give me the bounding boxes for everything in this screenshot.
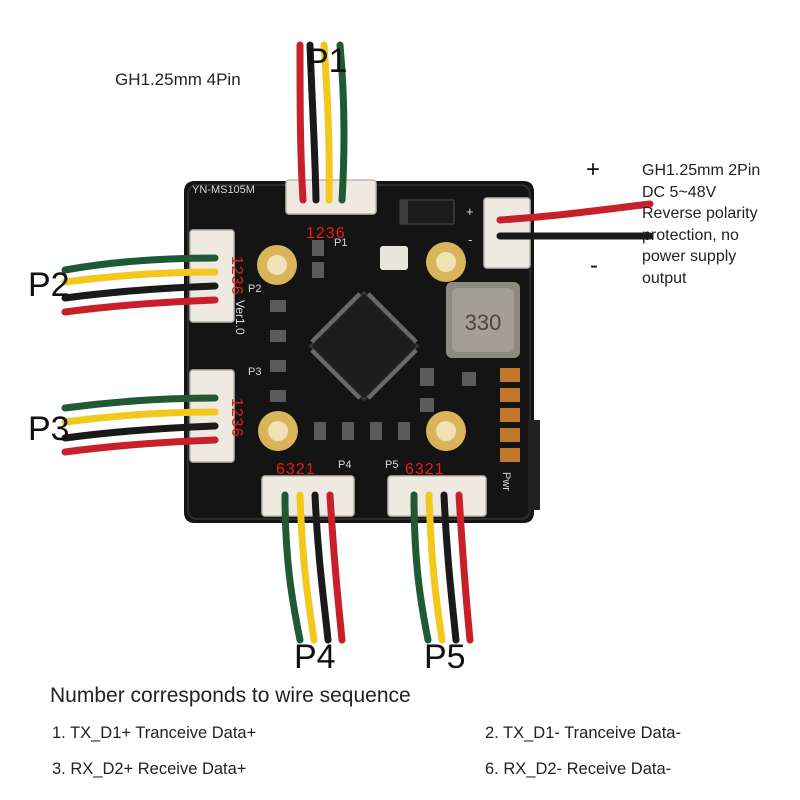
edge-component — [528, 420, 540, 510]
wires-p1 — [296, 41, 348, 204]
silkscreen: YN-MS105M Ver1.0 P1 P2 P3 P4 P5 Pwr + - — [192, 184, 512, 491]
mount-pads — [257, 242, 466, 451]
inductor-code: 330 — [465, 310, 502, 335]
power-spec-line: GH1.25mm 2Pin — [642, 162, 761, 179]
inductor: 330 — [446, 282, 520, 358]
power-spec-line: protection, no — [642, 226, 739, 244]
silk-p2: P2 — [248, 283, 261, 295]
silk-p1: P1 — [334, 237, 347, 249]
port-label-p1: P1 — [306, 42, 348, 80]
legend-title: Number corresponds to wire sequence — [50, 684, 411, 707]
passive-components — [270, 240, 476, 440]
power-spec-line: power supply — [642, 248, 737, 265]
polarity-minus: - — [590, 252, 598, 279]
polarity-plus: + — [586, 156, 601, 183]
diode — [399, 199, 455, 225]
silk-p5: P5 — [385, 459, 398, 471]
power-spec-line: output — [642, 269, 687, 287]
silk-p4: P4 — [338, 459, 351, 471]
board-model: YN-MS105M — [192, 184, 255, 196]
legend-item-1: 1. TX_D1+ Tranceive Data+ — [52, 724, 257, 742]
board-version: Ver1.0 — [233, 300, 247, 335]
connector-p5-housing — [387, 475, 487, 517]
port-label-p5: P5 — [424, 638, 466, 676]
wires-p3 — [61, 394, 219, 456]
connector-p4-housing — [261, 475, 355, 517]
crystal — [380, 246, 408, 270]
power-spec-line: Reverse polarity — [642, 205, 758, 222]
silk-plus: + — [466, 204, 474, 219]
ethernet-chip — [308, 290, 420, 402]
connector-p2-housing — [189, 229, 235, 323]
legend-item-3: 3. RX_D2+ Receive Data+ — [52, 760, 247, 778]
silk-minus: - — [468, 232, 472, 247]
connector-p3-housing — [189, 369, 235, 463]
pin-numbers-p3: 1236 — [228, 398, 245, 438]
silk-p3: P3 — [248, 366, 261, 378]
status-leds — [500, 368, 520, 462]
pin-numbers-p4: 6321 — [276, 461, 316, 478]
power-spec: GH1.25mm 2Pin DC 5~48V Reverse polarity … — [642, 160, 760, 289]
wires-p4 — [281, 491, 346, 644]
legend-item-6: 6. RX_D2- Receive Data- — [485, 760, 672, 778]
port-label-p2: P2 — [28, 266, 70, 304]
silk-pwr: Pwr — [500, 472, 512, 491]
wires-power — [496, 200, 654, 240]
port-label-p4: P4 — [294, 638, 336, 676]
pin-numbers-p1: 1236 — [306, 225, 346, 242]
pin-numbers-p5: 6321 — [405, 461, 445, 478]
power-spec-line: DC 5~48V — [642, 183, 717, 201]
wires-p2 — [61, 254, 219, 316]
pin-numbers-p2: 1236 — [228, 256, 245, 296]
port-label-p3: P3 — [28, 410, 70, 448]
wires-p5 — [410, 491, 474, 644]
switch-board-photo: 330 YN-MS105M Ver1.0 P1 P2 P3 P4 P5 Pwr … — [61, 41, 654, 644]
legend-item-2: 2. TX_D1- Tranceive Data- — [485, 724, 681, 742]
connector-4pin-spec: GH1.25mm 4Pin — [115, 70, 241, 89]
